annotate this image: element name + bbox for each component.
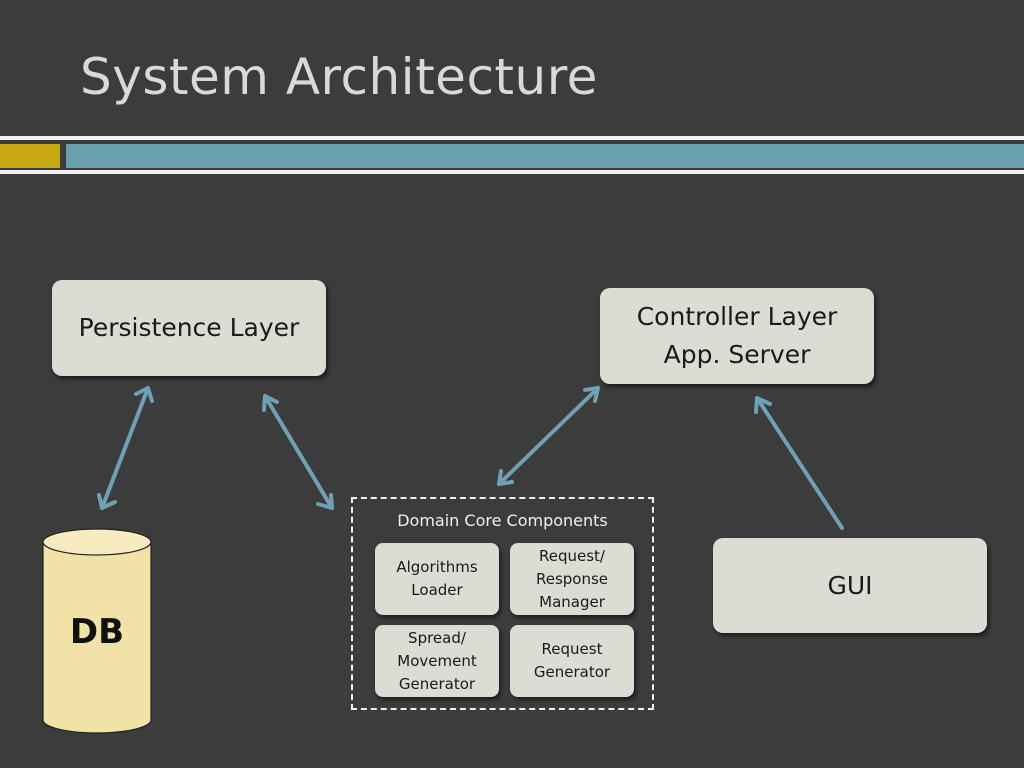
accent-bar-gold (0, 144, 60, 168)
request-response-manager-line: Manager (539, 592, 605, 611)
arrow-gui-controller (754, 396, 844, 530)
persistence-layer-box: Persistence Layer (52, 280, 326, 376)
request-response-manager-line: Request/ (539, 546, 605, 565)
request-response-manager-line: Response (535, 569, 609, 588)
domain-core-label: Domain Core Components (397, 511, 608, 530)
algorithms-loader-box: Algorithms Loader (375, 543, 499, 615)
arrow-db-persistence (97, 386, 154, 510)
algorithms-loader-line: Loader (411, 581, 463, 599)
top-divider (0, 136, 1024, 140)
spread-movement-generator-line: Movement (397, 651, 477, 670)
persistence-layer-label: Persistence Layer (78, 313, 300, 342)
algorithms-loader-line: Algorithms (396, 558, 478, 576)
request-generator-box: Request Generator (510, 625, 634, 697)
database-cylinder-icon (42, 528, 152, 734)
db-label: DB (69, 612, 125, 652)
accent-bar-teal (66, 144, 1024, 168)
app-server-label: App. Server (663, 340, 811, 369)
bottom-divider (0, 170, 1024, 174)
spread-movement-generator-line: Generator (398, 674, 476, 693)
request-generator-line: Generator (533, 663, 611, 681)
arrow-persistence-domain (262, 394, 334, 510)
domain-core-frame (351, 497, 654, 710)
request-response-manager-box: Request/ Response Manager (510, 543, 634, 615)
gui-box: GUI (713, 538, 987, 633)
arrow-domain-controller (497, 386, 600, 486)
slide-title: System Architecture (80, 48, 598, 106)
request-generator-line: Request (541, 640, 603, 658)
spread-movement-generator-line: Spread/ (408, 628, 466, 647)
spread-movement-generator-box: Spread/ Movement Generator (375, 625, 499, 697)
controller-layer-label: Controller Layer (636, 302, 838, 331)
controller-layer-box: Controller Layer App. Server (600, 288, 874, 384)
gui-label: GUI (827, 570, 873, 600)
